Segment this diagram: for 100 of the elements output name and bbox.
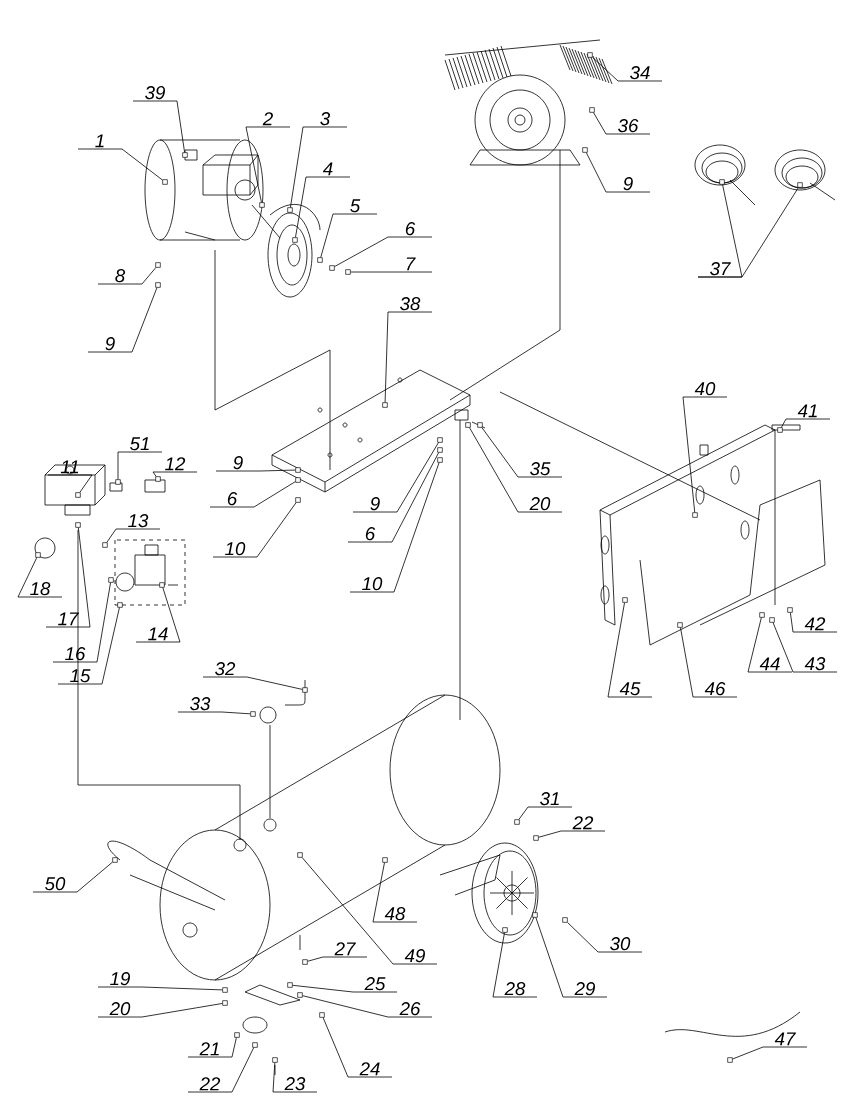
callout-number: 13 <box>128 514 149 528</box>
leader-line <box>187 1037 237 1058</box>
callout-number: 24 <box>359 1062 380 1076</box>
part-marker <box>692 512 698 518</box>
callout-number: 23 <box>284 1077 306 1091</box>
part-marker <box>587 52 593 58</box>
callout-number: 48 <box>384 907 406 921</box>
callout-number: 10 <box>362 577 383 591</box>
part-marker <box>295 477 301 483</box>
callout-number: 12 <box>165 457 186 471</box>
callout-number: 16 <box>65 647 86 661</box>
callout-number: 42 <box>804 617 826 631</box>
part-marker <box>777 427 783 433</box>
callout-number: 22 <box>199 1077 221 1091</box>
leader-line <box>97 1003 223 1018</box>
part-marker <box>295 497 301 503</box>
leader-line <box>322 1017 393 1078</box>
leader-line <box>77 148 163 181</box>
part-marker <box>514 819 520 825</box>
part-marker <box>297 992 303 998</box>
leader-line <box>45 527 91 628</box>
part-marker <box>329 265 335 271</box>
leader-line <box>372 862 418 923</box>
callout-number: 49 <box>404 949 425 963</box>
callout-number: 38 <box>400 297 421 311</box>
part-marker <box>222 1000 228 1006</box>
part-marker <box>272 1057 278 1063</box>
callout-number: 20 <box>529 497 551 511</box>
callout-number: 9 <box>233 456 243 470</box>
leader-line <box>350 271 433 273</box>
leader-line <box>132 100 185 153</box>
leader-line <box>697 187 799 278</box>
part-marker <box>234 1032 240 1038</box>
part-marker <box>317 257 323 263</box>
callout-number: 3 <box>320 112 331 126</box>
callout-number: 34 <box>630 66 650 80</box>
part-marker <box>345 269 351 275</box>
callout-number: 39 <box>145 86 165 100</box>
part-marker <box>562 917 568 923</box>
callout-number: 33 <box>190 697 211 711</box>
leader-line <box>535 917 608 998</box>
leader-line <box>481 427 563 478</box>
leader-line <box>97 986 223 991</box>
part-marker <box>155 262 161 268</box>
leader-line <box>747 617 793 673</box>
leader-line <box>209 481 296 508</box>
callout-number: 18 <box>30 582 51 596</box>
part-marker <box>35 552 41 558</box>
leader-line <box>347 452 439 543</box>
leader-line <box>106 528 161 543</box>
callout-number: 4 <box>322 162 333 176</box>
callout-number: 47 <box>774 1032 796 1046</box>
callout-number: 15 <box>70 669 91 683</box>
part-marker <box>589 107 595 113</box>
callout-number: 32 <box>215 662 236 676</box>
leader-line <box>567 922 643 953</box>
part-marker <box>287 982 293 988</box>
leader-line <box>538 830 606 838</box>
leader-line <box>682 396 728 513</box>
part-marker <box>302 959 308 965</box>
part-marker <box>677 622 683 628</box>
leader-line <box>492 932 538 998</box>
part-marker <box>797 182 803 188</box>
part-marker <box>108 577 114 583</box>
callout-number: 7 <box>406 257 416 271</box>
part-marker <box>252 1042 258 1048</box>
leader-line <box>177 711 251 715</box>
part-marker <box>75 522 81 528</box>
callout-number: 26 <box>399 1002 421 1016</box>
leader-line <box>352 442 439 513</box>
callout-number: 37 <box>710 262 731 276</box>
part-marker <box>295 467 301 473</box>
callout-number: 40 <box>694 382 716 396</box>
callout-number: 17 <box>58 612 79 626</box>
part-marker <box>287 207 293 213</box>
leader-line <box>292 984 398 993</box>
leader-line <box>301 857 438 965</box>
callout-number: 8 <box>115 269 126 283</box>
part-marker <box>115 479 121 485</box>
callout-number: 36 <box>618 119 639 133</box>
part-marker <box>465 422 471 428</box>
callout-number: 2 <box>262 112 273 126</box>
leader-line <box>349 462 440 593</box>
callout-number: 21 <box>199 1042 219 1056</box>
part-marker <box>437 447 443 453</box>
part-marker <box>292 237 298 243</box>
leader-line <box>47 474 93 493</box>
part-marker <box>222 987 228 993</box>
callout-number: 35 <box>530 462 551 476</box>
callout-number: 22 <box>572 816 594 830</box>
callout-number: 9 <box>370 497 380 511</box>
leader-line <box>585 152 651 193</box>
callout-number: 11 <box>60 460 79 474</box>
callout-number: 41 <box>797 404 817 418</box>
callout-number: 29 <box>574 982 595 996</box>
leader-line <box>117 451 163 480</box>
leader-line <box>135 587 181 643</box>
leader-line <box>245 126 291 203</box>
part-marker <box>250 711 256 717</box>
leader-line <box>215 469 296 472</box>
